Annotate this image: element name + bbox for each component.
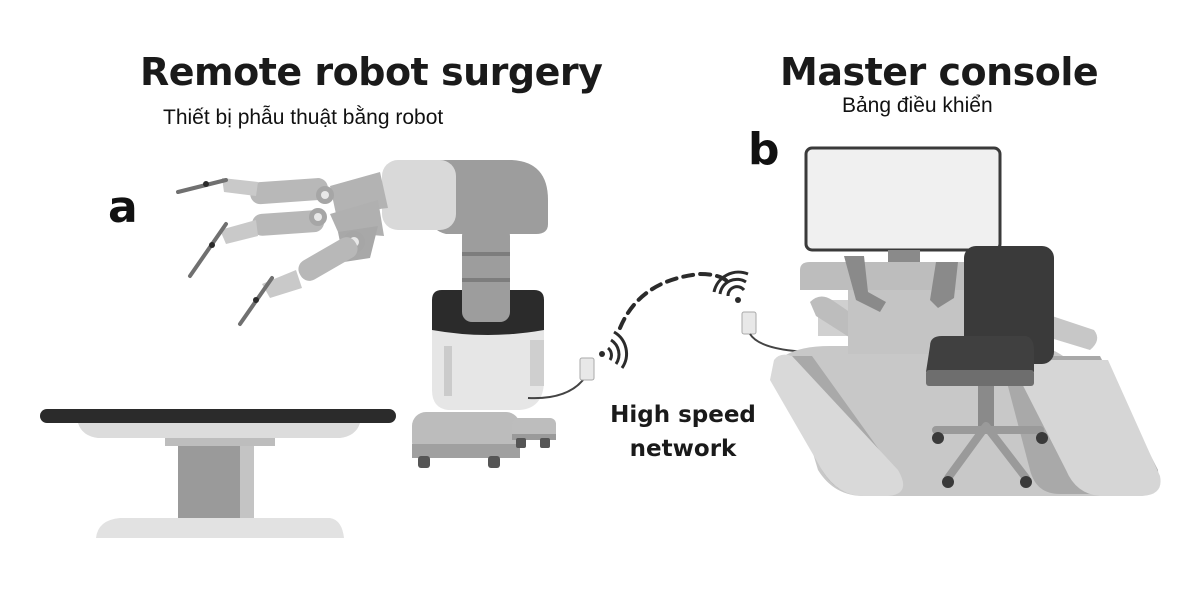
left-title: Remote robot surgery	[140, 50, 603, 94]
network-link	[618, 271, 730, 330]
office-chair-icon	[926, 246, 1054, 488]
surgeon-console-icon	[741, 146, 1161, 496]
network-label-line1: High speed	[610, 402, 756, 428]
left-subtitle: Thiết bị phẫu thuật bằng robot	[163, 106, 444, 129]
wifi-icon	[599, 330, 628, 369]
panel-letter-a: a	[108, 182, 138, 233]
operating-table-icon	[40, 409, 396, 538]
network-label: High speed network	[583, 398, 783, 466]
panel-letter-b: b	[748, 124, 780, 175]
wifi-icon	[712, 270, 749, 303]
network-label-line2: network	[629, 436, 737, 462]
right-title: Master console	[780, 50, 1099, 94]
robotic-arm-icon	[176, 160, 595, 468]
right-subtitle: Bảng điều khiển	[842, 94, 993, 117]
